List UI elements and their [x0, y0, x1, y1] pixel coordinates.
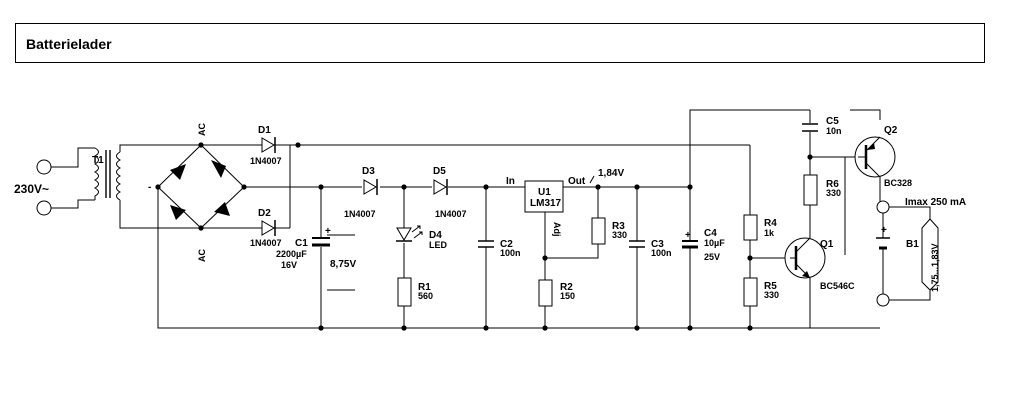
- battery-voltage-marker: [921, 218, 939, 291]
- r1-ref: R1: [418, 282, 431, 293]
- d1-ref: D1: [258, 125, 271, 136]
- mains-terminals: [36, 159, 52, 216]
- c2-ref: C2: [500, 239, 513, 250]
- capacitor-c1: +: [312, 226, 331, 247]
- r4-value: 1k: [764, 228, 775, 238]
- voltage-marker: [589, 175, 595, 184]
- q2-value: BC328: [884, 178, 912, 188]
- q2-ref: Q2: [884, 125, 898, 136]
- r6-ref: R6: [826, 179, 839, 190]
- diagram-title: Batterielader: [26, 36, 112, 52]
- transistor-q1: [784, 237, 826, 279]
- q1-value: BC546C: [820, 281, 855, 291]
- u1-adj-label: Adj: [552, 222, 562, 237]
- c4-value: 10µF: [704, 238, 725, 248]
- c5-value: 10n: [826, 126, 842, 136]
- bridge-rectifier: [157, 144, 245, 229]
- c5-ref: C5: [826, 116, 839, 127]
- svg-text:+: +: [685, 230, 691, 241]
- resistor-r5: [743, 277, 758, 307]
- resistor-r6: [803, 174, 818, 206]
- c4-ref: C4: [704, 228, 717, 239]
- svg-text:+: +: [881, 225, 887, 236]
- battery-voltage-label: 1,75...1,83V: [930, 243, 940, 292]
- capacitor-c2: [478, 240, 494, 248]
- d3-ref: D3: [362, 166, 375, 177]
- r2-ref: R2: [560, 282, 573, 293]
- diode-d1: [261, 137, 276, 153]
- r4-ref: R4: [764, 218, 777, 229]
- u1-ref: U1: [538, 187, 551, 198]
- voltage-875-label: 8,75V: [330, 259, 356, 270]
- bridge-minus-label: -: [148, 182, 151, 193]
- t1-label: T1: [92, 155, 104, 166]
- d5-value: 1N4007: [435, 209, 467, 219]
- regulator-u1: [524, 180, 564, 213]
- c3-value: 100n: [651, 248, 672, 258]
- diode-d2: [261, 220, 276, 236]
- ac-bottom-label: AC: [197, 249, 207, 262]
- capacitor-c3: [629, 240, 645, 248]
- resistor-r2: [538, 279, 553, 307]
- c1-ref: C1: [295, 238, 308, 249]
- resistor-r1: [397, 277, 412, 307]
- svg-text:+: +: [325, 226, 331, 237]
- output-terminals: [876, 200, 890, 307]
- r6-value: 330: [826, 188, 841, 198]
- capacitor-c5: [802, 123, 818, 132]
- wires: [51, 109, 931, 329]
- u1-value: LM317: [530, 198, 562, 209]
- r3-value: 330: [612, 230, 627, 240]
- b1-label: B1: [906, 239, 919, 250]
- transistor-q2: [854, 136, 896, 178]
- transformer-t1: [93, 147, 122, 201]
- u1-in-label: In: [506, 176, 515, 187]
- r1-value: 560: [418, 291, 433, 301]
- diode-d3: [363, 179, 378, 195]
- u1-out-label: Out: [568, 176, 586, 187]
- battery-b1: +: [876, 225, 890, 250]
- voltage-184-label: 1,84V: [598, 168, 624, 179]
- r5-ref: R5: [764, 281, 777, 292]
- d1-value: 1N4007: [250, 156, 282, 166]
- d4-ref: D4: [429, 230, 442, 241]
- resistor-r4: [743, 214, 758, 241]
- ac-top-label: AC: [197, 123, 207, 136]
- r3-ref: R3: [612, 221, 625, 232]
- c3-ref: C3: [651, 239, 664, 250]
- d2-ref: D2: [258, 208, 271, 219]
- resistor-r3: [591, 217, 606, 245]
- diode-d5: [433, 179, 448, 195]
- r5-value: 330: [764, 290, 779, 300]
- r2-value: 150: [560, 291, 575, 301]
- mains-voltage-label: 230V~: [14, 182, 49, 196]
- c1-value: 2200µF: [276, 249, 307, 259]
- imax-label: Imax 250 mA: [905, 197, 966, 208]
- led-d4: [396, 225, 423, 242]
- c4-voltage: 25V: [704, 252, 720, 262]
- capacitor-c4: +: [682, 230, 698, 249]
- d5-ref: D5: [433, 166, 446, 177]
- d3-value: 1N4007: [344, 209, 376, 219]
- c1-voltage: 16V: [281, 260, 297, 270]
- title-box: Batterielader: [15, 23, 985, 63]
- d4-value: LED: [429, 240, 448, 250]
- q1-ref: Q1: [820, 239, 834, 250]
- d2-value: 1N4007: [250, 238, 282, 248]
- c2-value: 100n: [500, 248, 521, 258]
